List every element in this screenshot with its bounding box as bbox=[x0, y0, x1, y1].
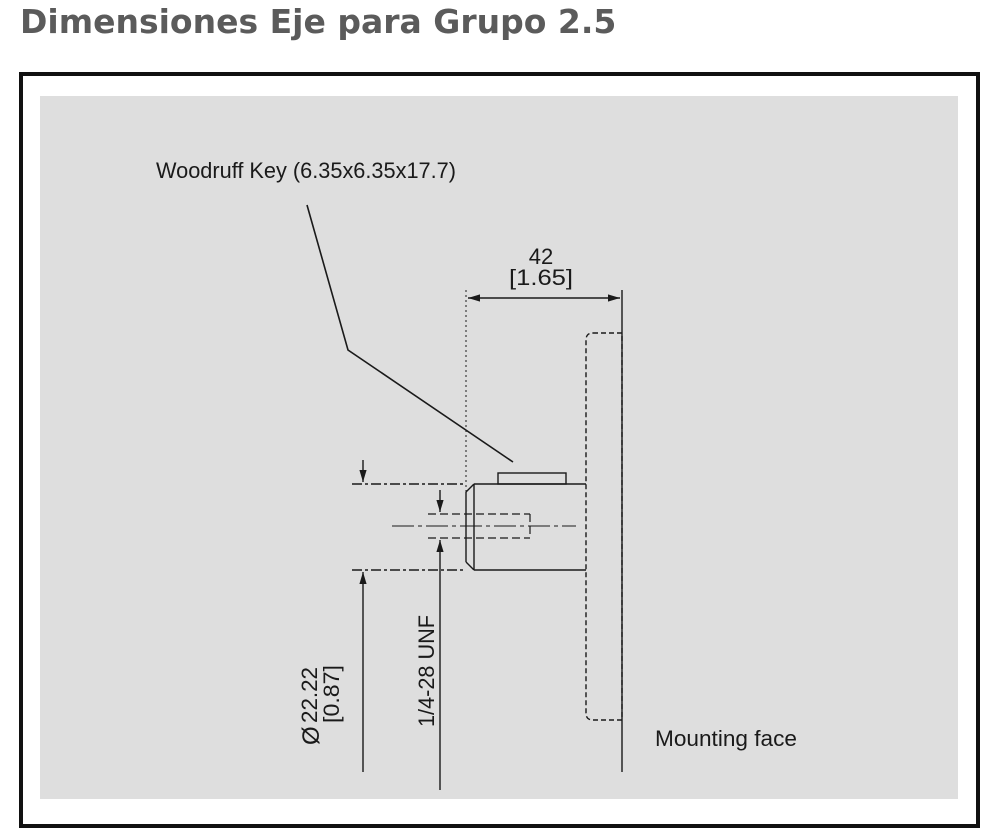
length-mm-label: 42 bbox=[529, 244, 553, 269]
mounting-face-label: Mounting face bbox=[655, 726, 797, 751]
diameter-in-label: [0.87] bbox=[319, 665, 344, 723]
mounting-flange bbox=[585, 332, 623, 721]
key-leader-line bbox=[306, 204, 514, 463]
woodruff-key-label: Woodruff Key (6.35x6.35x17.7) bbox=[156, 158, 456, 183]
page-title: Dimensiones Eje para Grupo 2.5 bbox=[20, 2, 617, 41]
diameter-symbol: Ø bbox=[298, 726, 325, 745]
length-in-label: [1.65] bbox=[509, 265, 573, 290]
shaft bbox=[465, 483, 586, 571]
diameter-mm-label: 22.22 bbox=[297, 667, 322, 723]
thread-label: 1/4-28 UNF bbox=[414, 615, 439, 727]
drawing-background bbox=[40, 96, 958, 799]
diameter-dimension bbox=[352, 460, 466, 772]
